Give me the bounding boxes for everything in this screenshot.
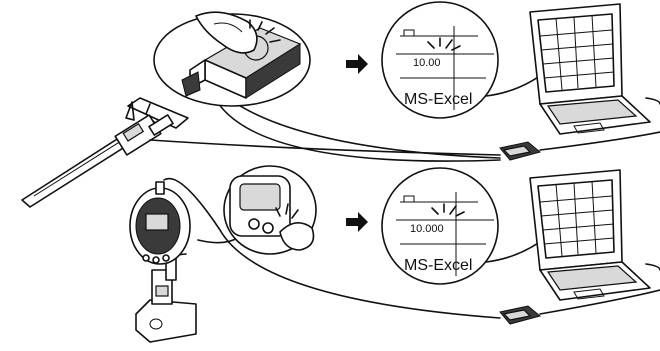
caliper-icon (21, 97, 189, 208)
display-value-top: 10.00 (413, 57, 441, 69)
cable-connector-icon (499, 289, 660, 325)
laptop-icon (529, 3, 660, 135)
display-value-bottom: 10.000 (410, 223, 444, 235)
arrow-right-icon (346, 212, 368, 232)
software-label-bottom: MS-Excel (404, 257, 472, 274)
excel-screen-callout: 10.000 MS-Excel (381, 167, 549, 285)
excel-screen-callout: 10.00 MS-Excel (381, 1, 549, 119)
input-tool-callout (153, 11, 501, 162)
press-button-callout (197, 165, 317, 255)
finger-icon (195, 11, 258, 54)
dial-indicator-icon (129, 177, 501, 319)
press-button-icon (249, 19, 281, 43)
cable-connector-icon (149, 131, 660, 161)
arrow-right-icon (346, 54, 368, 74)
software-label-top: MS-Excel (404, 91, 472, 108)
laptop-icon (529, 169, 660, 301)
